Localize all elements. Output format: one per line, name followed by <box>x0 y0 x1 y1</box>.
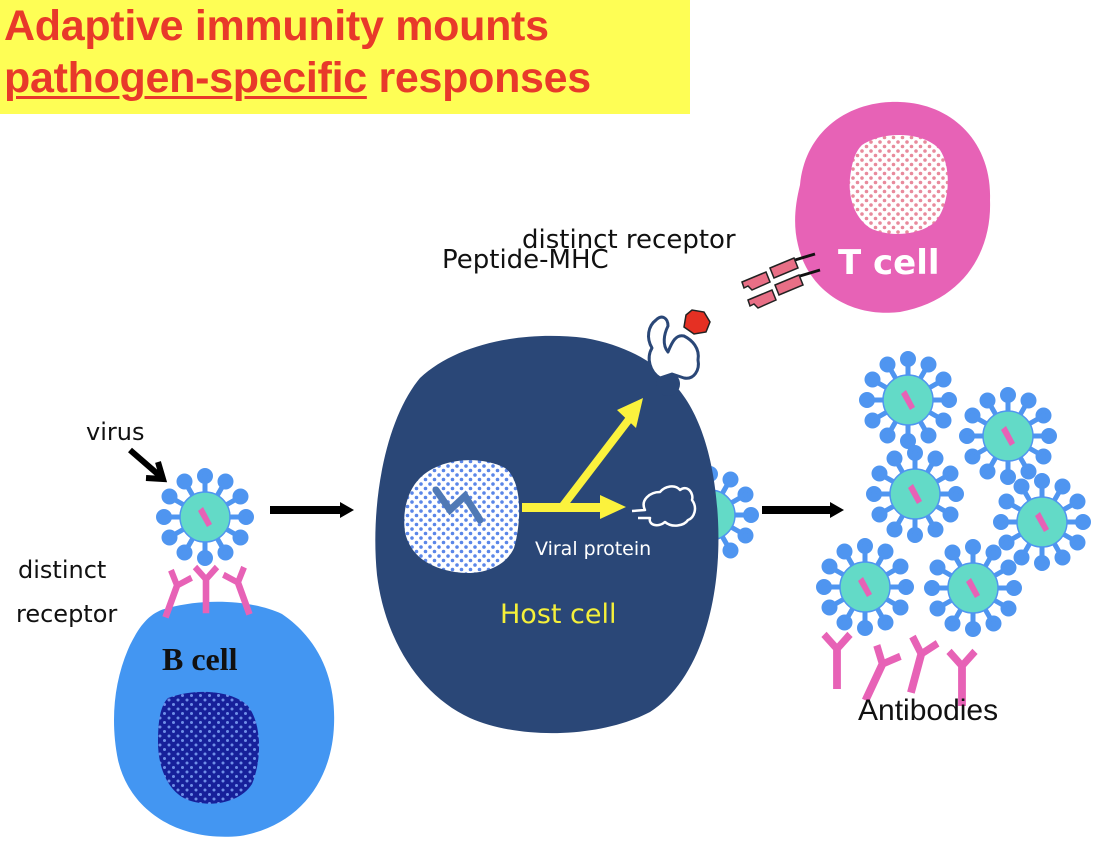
host-cell <box>375 335 719 734</box>
virus-icon <box>869 448 962 541</box>
antibody-y-icon <box>895 633 941 697</box>
b-cell-receptor-label-line1: distinct <box>18 556 106 584</box>
curved-arrow-head-icon <box>145 461 168 483</box>
virus-label: virus <box>86 418 144 446</box>
t-cell-receptor-label: distinct receptor <box>522 225 736 255</box>
right-arrow-icon <box>270 502 354 518</box>
title-banner: Adaptive immunity mounts pathogen-specif… <box>0 0 690 114</box>
title-emphasis: pathogen-specific <box>4 54 367 102</box>
host-cell-label: Host cell <box>500 599 617 630</box>
viral-protein-icon <box>631 485 697 527</box>
viral-genome-icon <box>432 486 484 524</box>
b-cell-receptor-label-line2: receptor <box>16 600 117 628</box>
t-cell-label: T cell <box>838 243 940 283</box>
yellow-arrow-right-icon <box>600 495 626 519</box>
peptide-mhc-label: Peptide-MHC <box>442 245 609 275</box>
host-cell-nucleus <box>404 460 520 573</box>
peptide-mhc-icon <box>647 309 711 380</box>
title-rest: responses <box>366 54 591 102</box>
viral-protein-label: Viral protein <box>535 538 651 560</box>
virus-icon <box>962 390 1055 483</box>
right-arrow-icon <box>762 502 844 518</box>
antibodies-label: Antibodies <box>858 694 998 727</box>
virus-icon <box>819 541 912 634</box>
virus-icon <box>159 471 252 564</box>
virus-icon <box>996 476 1089 569</box>
virus-icon <box>927 542 1020 635</box>
curved-arrow-icon <box>128 447 162 479</box>
virus-cluster <box>819 354 1089 635</box>
yellow-arrow-up-icon <box>617 398 643 428</box>
t-cell-receptor-icon <box>741 252 821 309</box>
title-line-2: pathogen-specific responses <box>4 54 591 103</box>
yellow-arrow-diagonal <box>558 415 634 510</box>
b-cell-nucleus <box>158 691 260 804</box>
yellow-arrows <box>522 398 643 519</box>
title-line-1: Adaptive immunity mounts <box>4 2 549 50</box>
t-cell-nucleus <box>849 134 948 234</box>
antibody-y-icon <box>821 631 853 689</box>
yellow-arrow-shaft <box>522 503 602 512</box>
virus-icon <box>862 354 955 447</box>
b-cell-label: B cell <box>162 641 238 677</box>
